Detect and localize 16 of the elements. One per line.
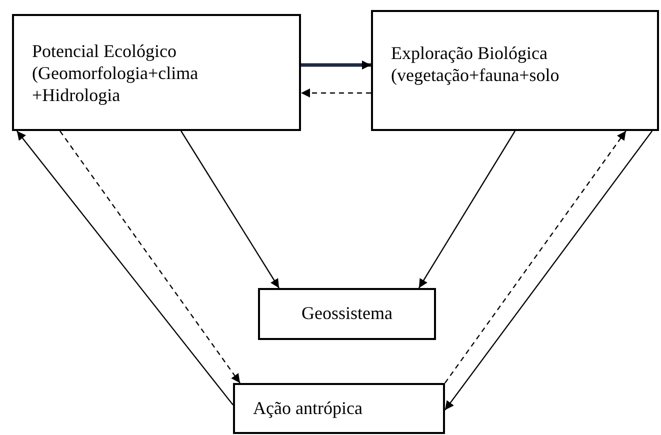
arrow [444,130,653,410]
process-box [233,383,445,434]
arrow [59,130,240,384]
box-label: Potencial Ecológico (Geomorfologia+clima +Hidrologia [31,40,200,106]
arrow [301,88,371,98]
box-label: Geossistema [300,302,394,324]
arrow [16,130,234,406]
arrow [418,130,516,288]
arrow [180,130,280,288]
box-label: Ação antrópica [252,397,364,419]
arrow [301,60,371,70]
process-box [258,288,436,340]
arrow [444,130,626,384]
box-label: Exploração Biológica (vegetação+fauna+solo [390,42,560,86]
process-box [12,14,301,131]
process-box [371,10,659,131]
